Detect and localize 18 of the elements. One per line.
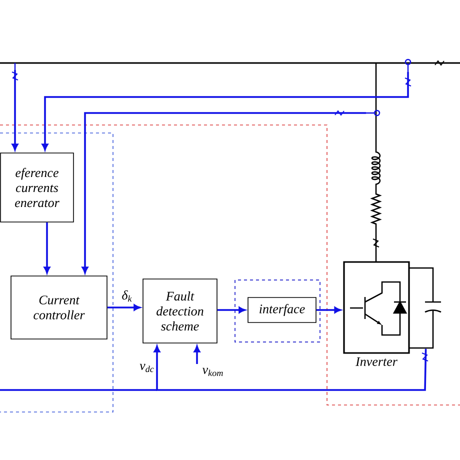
process-box: eference currents enerator bbox=[0, 152, 74, 222]
arrow bbox=[194, 346, 200, 364]
process-box: interface bbox=[248, 297, 316, 323]
node-label: Inverter bbox=[356, 357, 398, 366]
process-box: Current controller bbox=[10, 276, 108, 340]
arrow bbox=[82, 112, 366, 274]
arrow bbox=[154, 346, 427, 391]
edge-label: v$_{kom}$ bbox=[201, 366, 225, 378]
arrow bbox=[42, 72, 409, 150]
arrow bbox=[316, 306, 341, 314]
process-box: Fault detection scheme bbox=[142, 278, 218, 344]
arrow bbox=[12, 70, 18, 150]
arrow bbox=[217, 306, 246, 314]
edge-label: v$_{dc}$ bbox=[138, 362, 156, 374]
edge-label: δ$_{k}$ bbox=[120, 289, 134, 303]
arrow bbox=[107, 304, 140, 311]
inverter-box: Inverter bbox=[343, 261, 410, 366]
arrow bbox=[44, 222, 50, 274]
